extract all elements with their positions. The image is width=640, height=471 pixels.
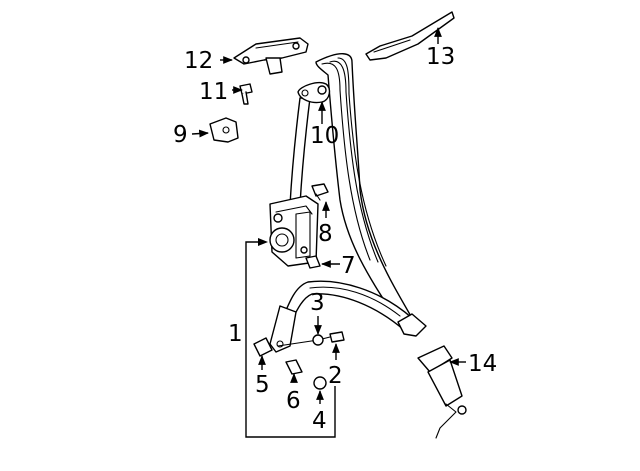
callout-8: 8 <box>318 221 333 247</box>
callout-10: 10 <box>310 123 339 149</box>
bolt-11 <box>239 83 253 105</box>
callout-1: 1 <box>228 321 243 347</box>
callout-14: 14 <box>468 351 497 377</box>
callouts: 12 11 9 10 13 8 7 3 1 2 5 6 4 14 <box>173 44 497 434</box>
height-adjuster <box>233 37 309 75</box>
d-ring-guide <box>297 82 331 104</box>
callout-5: 5 <box>255 372 270 398</box>
pretensioner-cable <box>277 331 345 347</box>
retractor-assembly <box>269 195 319 267</box>
callout-6: 6 <box>286 388 301 414</box>
bracket-9 <box>209 117 239 143</box>
callout-4: 4 <box>312 408 327 434</box>
lower-anchor-plate <box>269 305 297 353</box>
callout-12: 12 <box>184 48 213 74</box>
callout-7: 7 <box>341 253 356 279</box>
callout-13: 13 <box>426 44 455 70</box>
callout-11: 11 <box>199 79 228 105</box>
trim-cover <box>365 11 455 61</box>
bolt-7 <box>305 255 321 269</box>
buckle-assembly <box>417 345 467 439</box>
leader-lines <box>191 27 466 404</box>
callout-2: 2 <box>328 363 343 389</box>
group-bracket-1 <box>245 238 336 438</box>
callout-9: 9 <box>173 122 188 148</box>
bolt-6 <box>285 359 303 375</box>
nut-4 <box>313 376 327 390</box>
bolt-8 <box>311 183 329 201</box>
belt-tongue <box>397 313 427 337</box>
cap-5 <box>253 337 273 357</box>
callout-3: 3 <box>310 290 325 316</box>
